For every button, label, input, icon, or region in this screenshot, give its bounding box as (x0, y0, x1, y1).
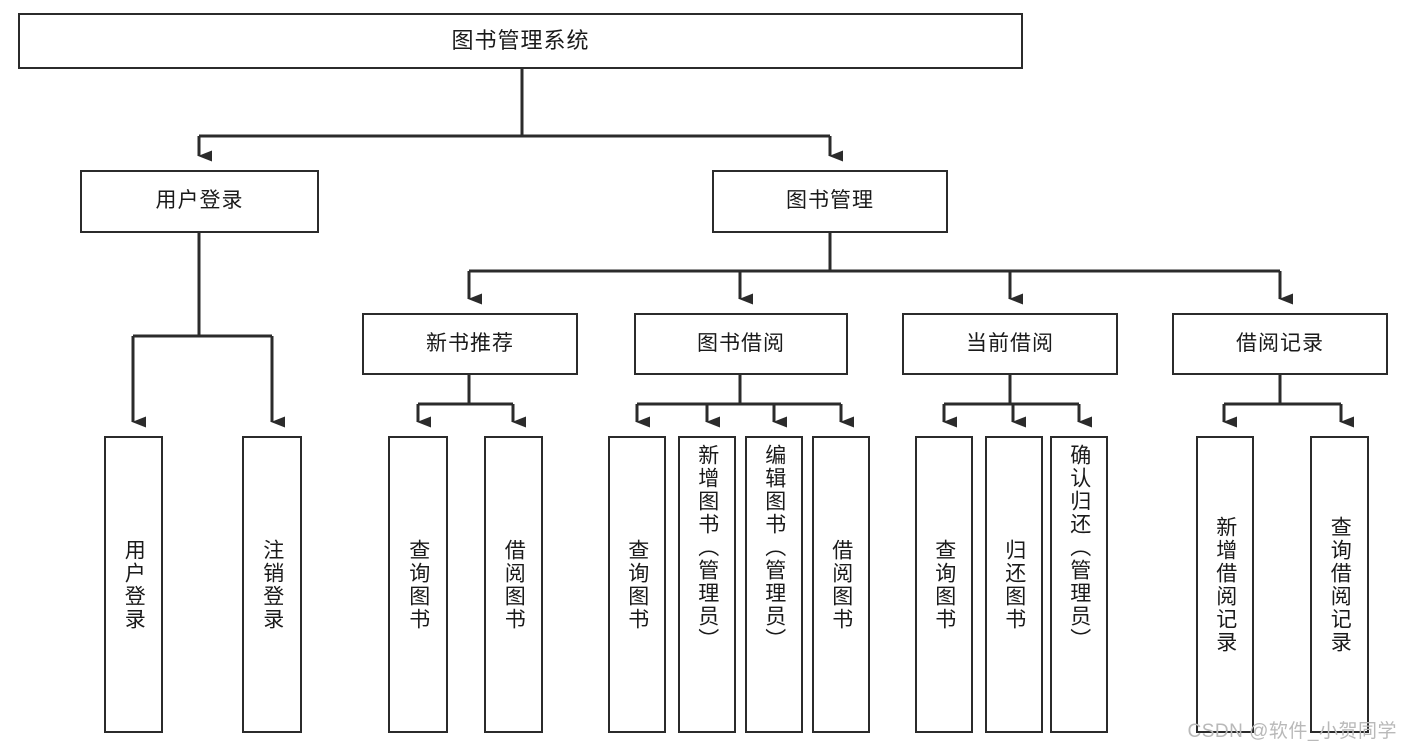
node-new-book-recommend-label: 新书推荐 (426, 331, 514, 355)
node-book-management[interactable]: 图书管理 (712, 170, 948, 233)
node-leaf-query-book-1[interactable]: 查询图书 (388, 436, 448, 733)
node-leaf-query-record-label: 查询借阅记录 (1328, 515, 1352, 654)
node-leaf-confirm-return[interactable]: 确认归还（管理员） (1050, 436, 1108, 733)
node-leaf-borrow-book-2[interactable]: 借阅图书 (812, 436, 870, 733)
node-book-management-label: 图书管理 (786, 189, 874, 213)
node-borrow-record[interactable]: 借阅记录 (1172, 313, 1388, 375)
node-current-borrow[interactable]: 当前借阅 (902, 313, 1118, 375)
watermark: CSDN @软件_小贺同学 (1187, 721, 1397, 742)
node-leaf-user-logout-label: 注销登录 (260, 538, 284, 631)
node-root-label: 图书管理系统 (451, 28, 590, 54)
node-new-book-recommend[interactable]: 新书推荐 (362, 313, 578, 375)
node-leaf-query-book-2-label: 查询图书 (625, 538, 649, 631)
node-user-login-label: 用户登录 (155, 189, 244, 213)
node-leaf-query-book-3[interactable]: 查询图书 (915, 436, 973, 733)
node-leaf-user-login[interactable]: 用户登录 (104, 436, 163, 733)
node-leaf-add-record-label: 新增借阅记录 (1213, 515, 1237, 654)
node-leaf-borrow-book-1-label: 借阅图书 (502, 538, 526, 631)
node-leaf-query-book-2[interactable]: 查询图书 (608, 436, 666, 733)
node-leaf-edit-book[interactable]: 编辑图书（管理员） (745, 436, 803, 733)
node-user-login[interactable]: 用户登录 (80, 170, 319, 233)
node-leaf-confirm-return-label: 确认归还（管理员） (1067, 444, 1091, 651)
node-leaf-edit-book-label: 编辑图书（管理员） (762, 444, 786, 651)
node-leaf-user-logout[interactable]: 注销登录 (242, 436, 302, 733)
node-leaf-return-book[interactable]: 归还图书 (985, 436, 1043, 733)
node-leaf-add-book[interactable]: 新增图书（管理员） (678, 436, 736, 733)
node-leaf-return-book-label: 归还图书 (1002, 538, 1026, 631)
node-leaf-add-record[interactable]: 新增借阅记录 (1196, 436, 1254, 733)
node-book-borrow-label: 图书借阅 (697, 331, 785, 355)
node-leaf-borrow-book-1[interactable]: 借阅图书 (484, 436, 543, 733)
node-leaf-query-book-1-label: 查询图书 (406, 538, 430, 631)
node-leaf-borrow-book-2-label: 借阅图书 (829, 538, 853, 631)
node-leaf-query-book-3-label: 查询图书 (932, 538, 956, 631)
node-current-borrow-label: 当前借阅 (966, 331, 1054, 355)
node-book-borrow[interactable]: 图书借阅 (634, 313, 848, 375)
node-leaf-add-book-label: 新增图书（管理员） (695, 444, 719, 651)
node-root[interactable]: 图书管理系统 (18, 13, 1023, 69)
node-leaf-user-login-label: 用户登录 (122, 538, 146, 631)
node-leaf-query-record[interactable]: 查询借阅记录 (1310, 436, 1369, 733)
node-borrow-record-label: 借阅记录 (1236, 331, 1324, 355)
